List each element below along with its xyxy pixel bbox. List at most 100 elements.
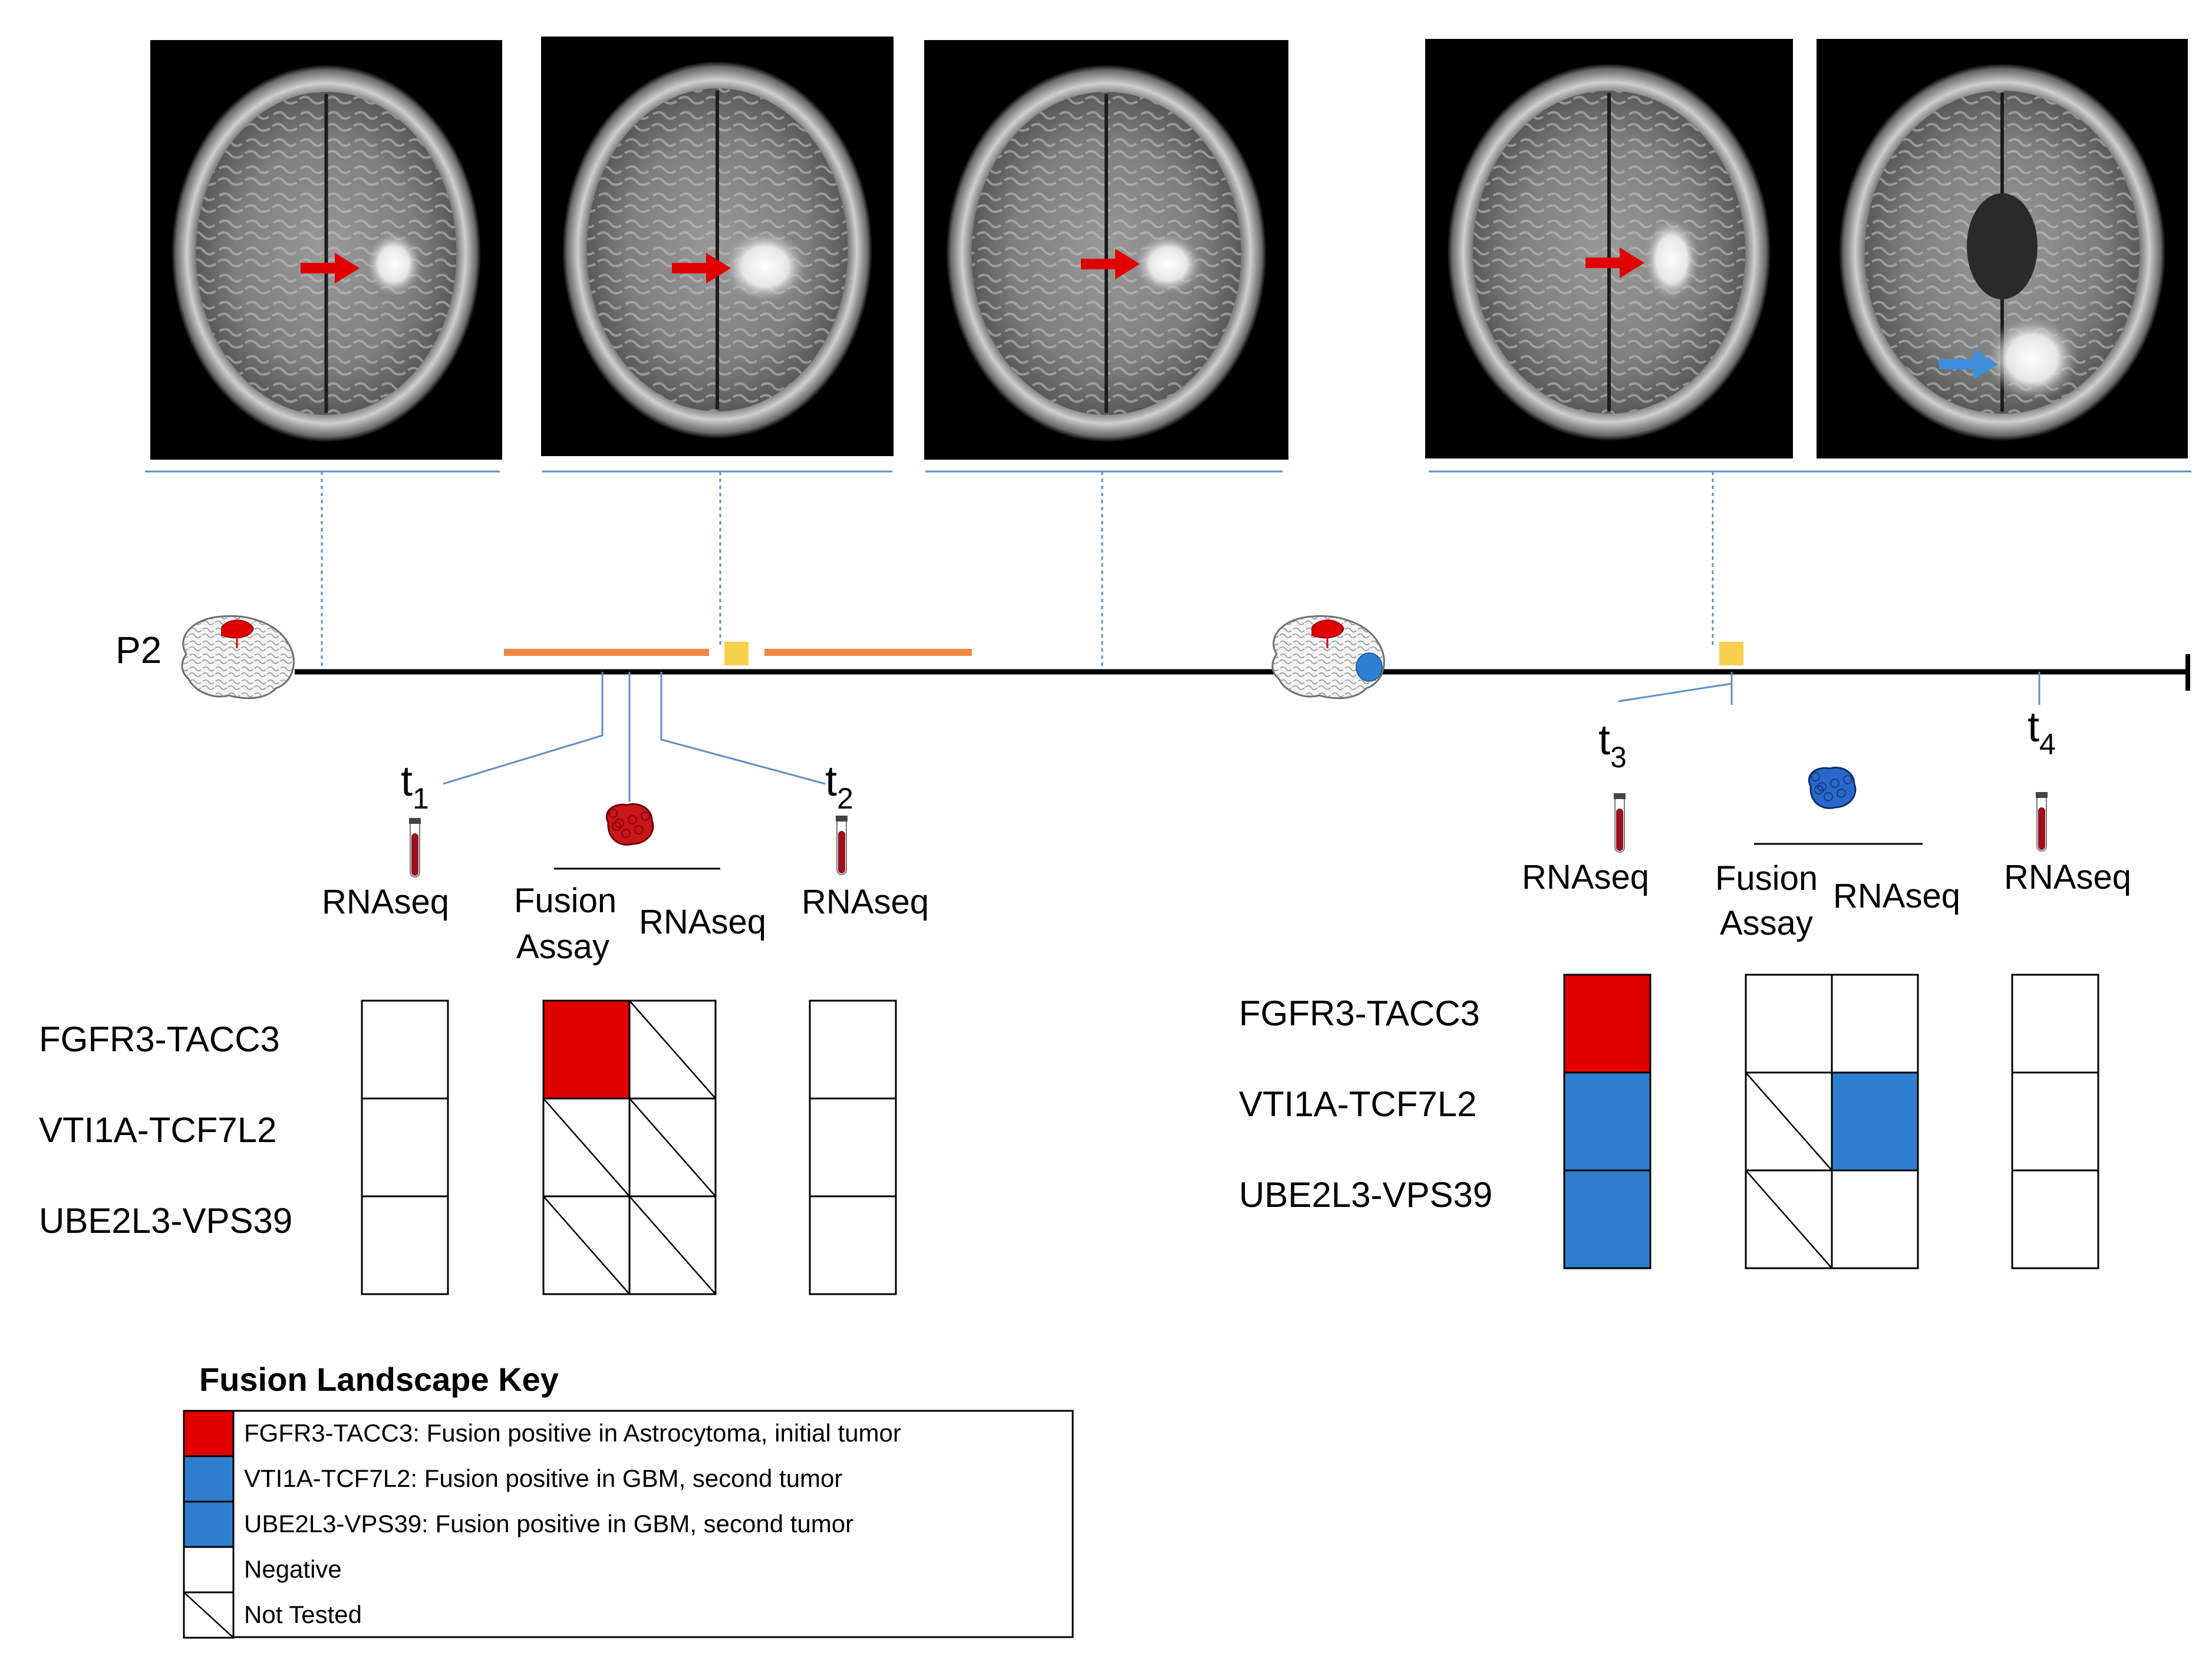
brain-icon	[1271, 615, 1385, 700]
key-entry-text: Negative	[244, 1555, 342, 1583]
key-entry-text: Not Tested	[244, 1601, 362, 1628]
result-cell-positive-gbm	[1563, 1071, 1651, 1172]
time-label-subscript: 4	[2039, 728, 2056, 761]
treatment-marker	[1719, 642, 1743, 665]
result-cell-negative	[1831, 974, 1919, 1074]
result-cell-not-tested	[1745, 1169, 1833, 1269]
red-arrow-icon	[1585, 248, 1644, 278]
time-label-t2: t2	[825, 758, 853, 815]
time-label-t3: t3	[1598, 717, 1627, 774]
result-cell-negative	[809, 999, 897, 1100]
key-entry-text: UBE2L3-VPS39: Fusion positive in GBM, se…	[244, 1510, 853, 1538]
result-cell-negative	[809, 1195, 897, 1295]
key-swatch	[183, 1546, 235, 1594]
tumor-mass-icon	[605, 803, 654, 846]
time-label-base: t	[1598, 717, 1610, 764]
result-cell-not-tested	[628, 1195, 717, 1295]
assay-label-rnaseq: RNAseq	[1522, 858, 1649, 896]
key-entry: FGFR3-TACC3: Fusion positive in Astrocyt…	[183, 1410, 901, 1457]
result-cell-negative	[2011, 1071, 2099, 1172]
fusion-row-label: VTI1A-TCF7L2	[39, 1110, 276, 1150]
red-arrow-icon	[1081, 249, 1140, 279]
assay-label-rnaseq: RNAseq	[802, 883, 929, 921]
mri-scan-image	[1817, 39, 2188, 458]
treatment-bar	[504, 649, 709, 656]
result-cell-negative	[361, 999, 449, 1100]
result-cell-negative	[2011, 974, 2099, 1074]
result-cell-negative	[1831, 1169, 1919, 1269]
blood-tube-icon	[836, 816, 848, 875]
blood-tube-icon	[409, 818, 421, 877]
assay-label-rnaseq: RNAseq	[1833, 877, 1960, 915]
fusion-row-label: VTI1A-TCF7L2	[1239, 1084, 1476, 1124]
red-arrow-icon	[301, 253, 360, 283]
timeline	[295, 642, 2190, 691]
key-entry-text: FGFR3-TACC3: Fusion positive in Astrocyt…	[244, 1419, 901, 1447]
result-cell-positive-astro	[542, 999, 631, 1100]
treatment-bar	[764, 649, 972, 656]
mri-scan-image	[541, 37, 894, 456]
key-swatch	[183, 1455, 235, 1503]
time-label-base: t	[401, 758, 413, 805]
key-entry: VTI1A-TCF7L2: Fusion positive in GBM, se…	[183, 1455, 842, 1503]
key-entry: Negative	[183, 1546, 342, 1594]
key-entry-text: VTI1A-TCF7L2: Fusion positive in GBM, se…	[244, 1464, 842, 1492]
result-cell-not-tested	[1745, 1071, 1833, 1172]
assay-label-assay: Assay	[516, 928, 609, 966]
result-cell-negative	[361, 1195, 449, 1295]
assay-label-rnaseq: RNAseq	[639, 903, 766, 941]
connector-t3	[1618, 672, 1733, 702]
result-cell-negative	[2011, 1169, 2099, 1269]
blood-tube-icon	[2036, 792, 2048, 852]
assay-label-rnaseq: RNAseq	[322, 883, 449, 921]
assay-label-fusion: Fusion	[514, 882, 617, 920]
result-cell-negative	[361, 1097, 449, 1197]
key-title: Fusion Landscape Key	[199, 1361, 559, 1398]
key-swatch	[183, 1500, 235, 1548]
time-label-base: t	[825, 758, 837, 805]
key-entry: Not Tested	[183, 1591, 362, 1639]
time-label-subscript: 2	[837, 782, 853, 815]
mri-guides	[145, 470, 2191, 671]
fusion-row-label: FGFR3-TACC3	[39, 1020, 280, 1059]
connector-t1	[443, 672, 604, 785]
fusion-row-labels: FGFR3-TACC3FGFR3-TACC3VTI1A-TCF7L2VTI1A-…	[39, 994, 1492, 1241]
brain-icon	[181, 615, 295, 700]
assay-label-assay: Assay	[1720, 904, 1813, 942]
time-label-subscript: 3	[1610, 741, 1627, 774]
mri-panels	[150, 37, 2188, 460]
key-entry: UBE2L3-VPS39: Fusion positive in GBM, se…	[183, 1500, 853, 1548]
fusion-row-label: UBE2L3-VPS39	[39, 1201, 292, 1241]
blue-arrow-icon	[1939, 349, 1998, 380]
result-cell-positive-gbm	[1563, 1169, 1651, 1269]
key-swatch	[183, 1410, 235, 1457]
result-cell-not-tested	[628, 1097, 717, 1197]
mri-scan-image	[1425, 39, 1793, 458]
result-cell-positive-gbm	[1831, 1071, 1919, 1172]
result-cell-positive-astro	[1563, 974, 1651, 1074]
result-cell-negative	[1745, 974, 1833, 1074]
red-arrow-icon	[672, 253, 731, 283]
patient-label: P2	[116, 629, 161, 671]
mri-scan-image	[924, 40, 1288, 460]
fusion-row-label: UBE2L3-VPS39	[1239, 1175, 1492, 1215]
mri-scan-image	[150, 40, 502, 460]
time-label-base: t	[2028, 704, 2039, 751]
tumor-mass-icon	[1808, 767, 1857, 809]
assay-label-rnaseq: RNAseq	[2004, 858, 2131, 896]
time-label-subscript: 1	[413, 782, 429, 815]
sample-icons	[409, 767, 2048, 877]
treatment-marker	[724, 642, 749, 665]
result-cell-not-tested	[542, 1097, 631, 1197]
assay-label-fusion: Fusion	[1715, 859, 1818, 898]
result-cell-negative	[809, 1097, 897, 1197]
blood-tube-icon	[1614, 793, 1626, 853]
connector-t2	[660, 672, 826, 785]
result-cell-not-tested	[542, 1195, 631, 1295]
brain-icons	[181, 615, 1385, 700]
fusion-row-label: FGFR3-TACC3	[1239, 994, 1480, 1033]
